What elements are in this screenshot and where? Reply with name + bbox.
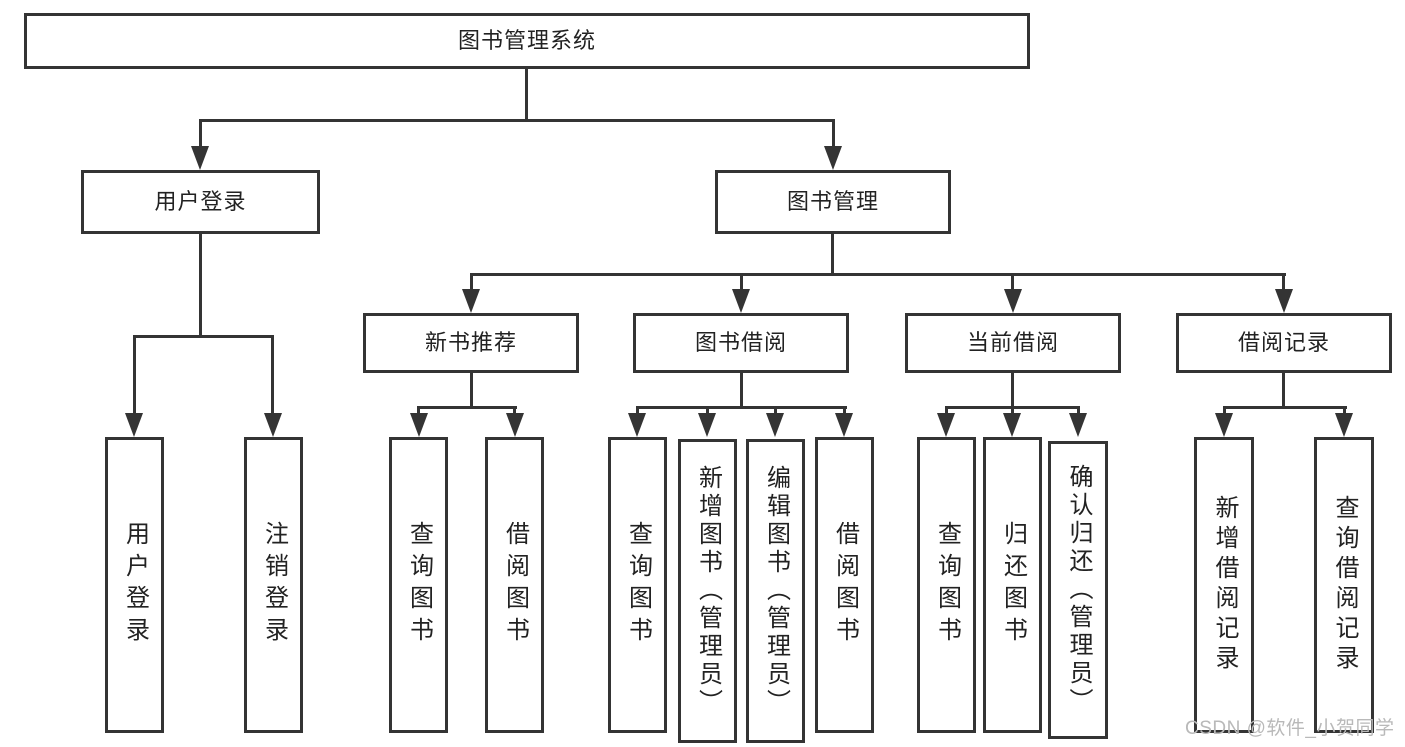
connector-borrow-down: [740, 373, 743, 409]
node-user-login: 用户登录: [81, 170, 320, 234]
watermark: CSDN @软件_小贺同学: [1185, 718, 1395, 739]
leaf-search-book: 查询图书: [917, 437, 976, 733]
arrowhead-down-icon: [191, 146, 209, 170]
connector-leaf-stem: [1343, 406, 1346, 415]
arrowhead-down-icon: [766, 413, 784, 437]
connector-current-stem: [1011, 273, 1014, 291]
arrowhead-down-icon: [1275, 289, 1293, 313]
connector-leaf-stem: [843, 406, 846, 415]
arrowhead-down-icon: [462, 289, 480, 313]
leaf-borrow-book: 借阅图书: [485, 437, 544, 733]
leaf-borrow-book: 借阅图书: [815, 437, 874, 733]
connector-borrow-rail: [636, 406, 847, 409]
node-book-borrow: 图书借阅: [633, 313, 849, 373]
leaf-search-borrow-record: 查询借阅记录: [1314, 437, 1374, 733]
connector-book-mgmt-stem: [832, 119, 835, 148]
node-current-borrow: 当前借阅: [905, 313, 1121, 373]
connector-current-down: [1011, 373, 1014, 409]
node-root: 图书管理系统: [24, 13, 1030, 69]
connector-records-stem: [1282, 273, 1285, 291]
leaf-add-book-admin: 新增图书（管理员）: [678, 439, 737, 743]
arrowhead-down-icon: [628, 413, 646, 437]
connector-user-login-down: [199, 234, 202, 338]
arrowhead-down-icon: [732, 289, 750, 313]
connector-leaf-stem: [513, 406, 516, 415]
leaf-logout: 注销登录: [244, 437, 303, 733]
arrowhead-down-icon: [937, 413, 955, 437]
connector-recommend-down: [470, 373, 473, 409]
node-borrow-records: 借阅记录: [1176, 313, 1392, 373]
arrowhead-down-icon: [1003, 413, 1021, 437]
arrowhead-down-icon: [1069, 413, 1087, 437]
connector-recommend-stem: [470, 273, 473, 291]
leaf-search-book: 查询图书: [389, 437, 448, 733]
leaf-search-book: 查询图书: [608, 437, 667, 733]
connector-leaf-stem: [133, 335, 136, 415]
connector-user-login-stem: [199, 119, 202, 148]
connector-leaf-stem: [945, 406, 948, 415]
arrowhead-down-icon: [1215, 413, 1233, 437]
connector-leaf-stem: [271, 335, 274, 415]
leaf-confirm-return-admin: 确认归还（管理员）: [1048, 441, 1108, 739]
connector-records-rail: [1223, 406, 1347, 409]
arrowhead-down-icon: [698, 413, 716, 437]
leaf-edit-book-admin: 编辑图书（管理员）: [746, 439, 805, 743]
connector-root-rail: [199, 119, 835, 122]
connector-borrow-stem: [740, 273, 743, 291]
connector-leaf-stem: [1077, 406, 1080, 415]
connector-leaf-stem: [417, 406, 420, 415]
connector-leaf-stem: [706, 406, 709, 415]
arrowhead-down-icon: [1004, 289, 1022, 313]
connector-records-down: [1282, 373, 1285, 409]
connector-leaf-stem: [1011, 406, 1014, 415]
connector-leaf-stem: [636, 406, 639, 415]
connector-user-login-rail: [133, 335, 274, 338]
arrowhead-down-icon: [1335, 413, 1353, 437]
connector-leaf-stem: [774, 406, 777, 415]
connector-book-mgmt-rail: [470, 273, 1286, 276]
leaf-user-login: 用户登录: [105, 437, 164, 733]
connector-book-mgmt-down: [831, 234, 834, 276]
connector-recommend-rail: [417, 406, 517, 409]
arrowhead-down-icon: [835, 413, 853, 437]
node-book-management: 图书管理: [715, 170, 951, 234]
connector-root-stem: [525, 69, 528, 122]
node-new-book-recommend: 新书推荐: [363, 313, 579, 373]
arrowhead-down-icon: [824, 146, 842, 170]
arrowhead-down-icon: [264, 413, 282, 437]
leaf-return-book: 归还图书: [983, 437, 1042, 733]
arrowhead-down-icon: [125, 413, 143, 437]
connector-leaf-stem: [1223, 406, 1226, 415]
leaf-add-borrow-record: 新增借阅记录: [1194, 437, 1254, 733]
arrowhead-down-icon: [506, 413, 524, 437]
arrowhead-down-icon: [410, 413, 428, 437]
